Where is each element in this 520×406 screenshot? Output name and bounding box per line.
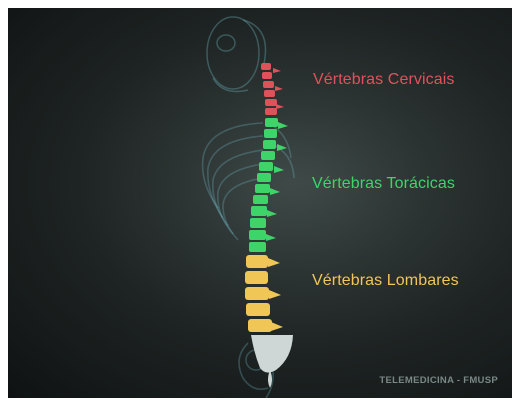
image-frame: Vértebras Cervicais Vértebras Torácicas …	[8, 8, 512, 398]
label-thoracic-vertebrae: Vértebras Torácicas	[312, 175, 455, 193]
label-lumbar-vertebrae: Vértebras Lombares	[312, 272, 459, 290]
watermark-credit: TELEMEDICINA - FMUSP	[379, 375, 498, 386]
spine-illustration	[8, 8, 512, 398]
label-cervical-vertebrae: Vértebras Cervicais	[313, 71, 455, 89]
